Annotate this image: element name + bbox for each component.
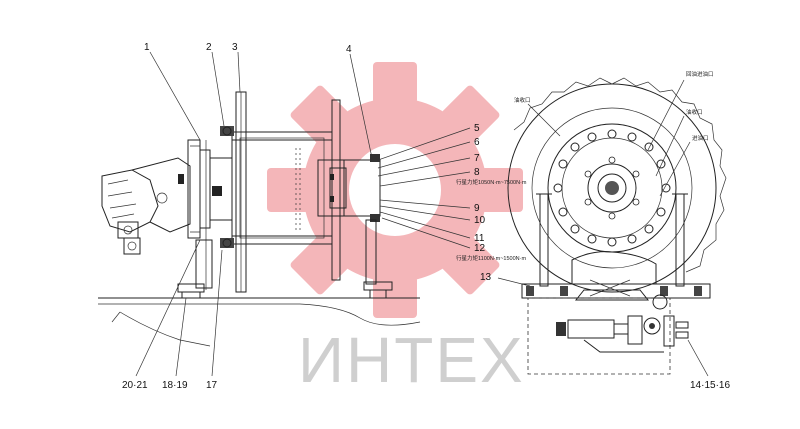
port-label-mid-right: 油收口 xyxy=(686,108,703,116)
left-section-view: 行星力矩1050N·m~7500N·m 行星力矩1100N·m~1500N·m xyxy=(98,51,709,377)
callout-numbers: 1 2 3 4 5 6 7 8 9 10 11 12 13 20·21 18·1… xyxy=(122,42,730,391)
drum-flange-outer xyxy=(507,77,727,293)
port-label-low-right: 进油口 xyxy=(692,134,709,142)
callout-18-19: 18·19 xyxy=(162,380,188,391)
port-label-top-right: 回油进油口 xyxy=(686,70,714,78)
hub-bolt-circle xyxy=(547,123,677,253)
callout-9: 9 xyxy=(474,203,480,214)
port-label-left: 油收口 xyxy=(514,96,531,104)
callout-4: 4 xyxy=(346,44,352,55)
leader-lines xyxy=(135,51,709,377)
torque-label-lower: 行星力矩1100N·m~1500N·m xyxy=(456,254,526,262)
right-end-view: 油收口 回油进油口 油收口 进油口 xyxy=(507,70,727,375)
brake-cylinder xyxy=(527,297,689,375)
callout-17: 17 xyxy=(206,380,218,391)
hydraulic-motor xyxy=(101,157,191,255)
motor-flange xyxy=(177,139,233,299)
watermark-text: ИНТЕХ xyxy=(298,324,525,396)
callout-20-21: 20·21 xyxy=(122,380,148,391)
torque-label-upper: 行星力矩1050N·m~7500N·m xyxy=(456,178,527,186)
callout-13: 13 xyxy=(480,272,492,283)
callout-6: 6 xyxy=(474,137,480,148)
callout-12: 12 xyxy=(474,243,486,254)
callout-8: 8 xyxy=(474,167,480,178)
callout-14-16: 14·15·16 xyxy=(690,380,730,391)
callout-11: 11 xyxy=(474,233,485,244)
callout-5: 5 xyxy=(474,123,480,134)
callout-10: 10 xyxy=(474,215,486,226)
callout-3: 3 xyxy=(232,42,238,53)
callout-7: 7 xyxy=(474,153,480,164)
output-bearing xyxy=(317,154,393,299)
callout-2: 2 xyxy=(206,42,212,53)
callout-1: 1 xyxy=(144,42,150,53)
watermark-gear-icon xyxy=(267,62,523,318)
